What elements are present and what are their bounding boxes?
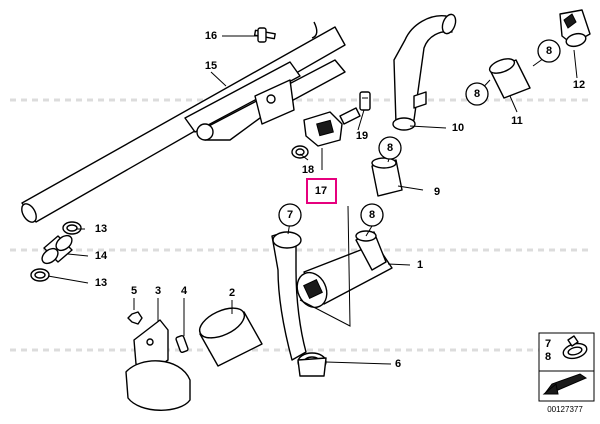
callout-circle-8-c[interactable]: 8 — [378, 136, 402, 160]
callout-3[interactable]: 3 — [155, 285, 161, 297]
upper-hose-part[interactable] — [392, 13, 458, 131]
callout-12[interactable]: 12 — [573, 79, 585, 91]
svg-text:8: 8 — [369, 209, 375, 221]
callout-1[interactable]: 1 — [417, 259, 423, 271]
sensor-part[interactable] — [303, 107, 361, 147]
svg-text:8: 8 — [546, 45, 552, 57]
water-pump-part[interactable] — [292, 230, 393, 312]
outlet-fitting-part[interactable] — [297, 352, 327, 377]
callout-4[interactable]: 4 — [181, 285, 188, 297]
hose-clamp-icon — [562, 335, 588, 360]
callout-18[interactable]: 18 — [302, 164, 314, 176]
document-number: 00127377 — [547, 405, 583, 414]
svg-text:17: 17 — [315, 185, 327, 197]
callout-circle-8-a[interactable]: 8 — [465, 82, 489, 106]
seal-ring-lower-part[interactable] — [30, 268, 50, 282]
callout-11[interactable]: 11 — [511, 115, 523, 127]
legend-box: 7 8 — [538, 332, 595, 402]
legend-number-7: 7 — [545, 338, 551, 350]
o-ring-part[interactable] — [291, 145, 309, 159]
screw-part[interactable] — [359, 91, 371, 111]
bolt-part[interactable] — [253, 27, 276, 43]
callout-circle-8-b[interactable]: 8 — [537, 39, 561, 63]
callout-circle-8-d[interactable]: 8 — [360, 203, 384, 227]
lower-hose-part[interactable] — [271, 231, 307, 361]
bracket-screw-part[interactable] — [175, 334, 189, 354]
svg-text:8: 8 — [387, 142, 393, 154]
sleeve-upper-part[interactable] — [488, 56, 531, 99]
callout-16[interactable]: 16 — [205, 30, 217, 42]
leader-lines — [47, 35, 578, 365]
svg-text:8: 8 — [474, 88, 480, 100]
injector-nozzle-part[interactable] — [39, 233, 75, 267]
callout-9[interactable]: 9 — [434, 186, 440, 198]
callout-6[interactable]: 6 — [395, 358, 401, 370]
callout-14[interactable]: 14 — [95, 250, 108, 262]
nut-part[interactable] — [127, 311, 143, 325]
clamp-top-part[interactable] — [559, 9, 591, 48]
fuel-rail-part[interactable] — [19, 21, 346, 225]
callout-5[interactable]: 5 — [131, 285, 137, 297]
callout-17-highlighted[interactable]: 17 — [306, 178, 337, 204]
callout-13-lower[interactable]: 13 — [95, 277, 107, 289]
callout-13-upper[interactable]: 13 — [95, 223, 107, 235]
callout-19[interactable]: 19 — [356, 130, 368, 142]
svg-text:7: 7 — [287, 209, 293, 221]
callout-circle-7[interactable]: 7 — [278, 203, 302, 227]
sleeve-middle-part[interactable] — [371, 157, 403, 197]
seal-ring-upper-part[interactable] — [62, 221, 82, 235]
bracket-part[interactable] — [125, 319, 191, 411]
arrow-icon — [542, 373, 588, 395]
callout-2[interactable]: 2 — [229, 287, 235, 299]
callout-10[interactable]: 10 — [452, 122, 464, 134]
legend-number-8: 8 — [545, 351, 551, 363]
sleeve-lower-part[interactable] — [195, 302, 263, 367]
callout-15[interactable]: 15 — [205, 60, 217, 72]
